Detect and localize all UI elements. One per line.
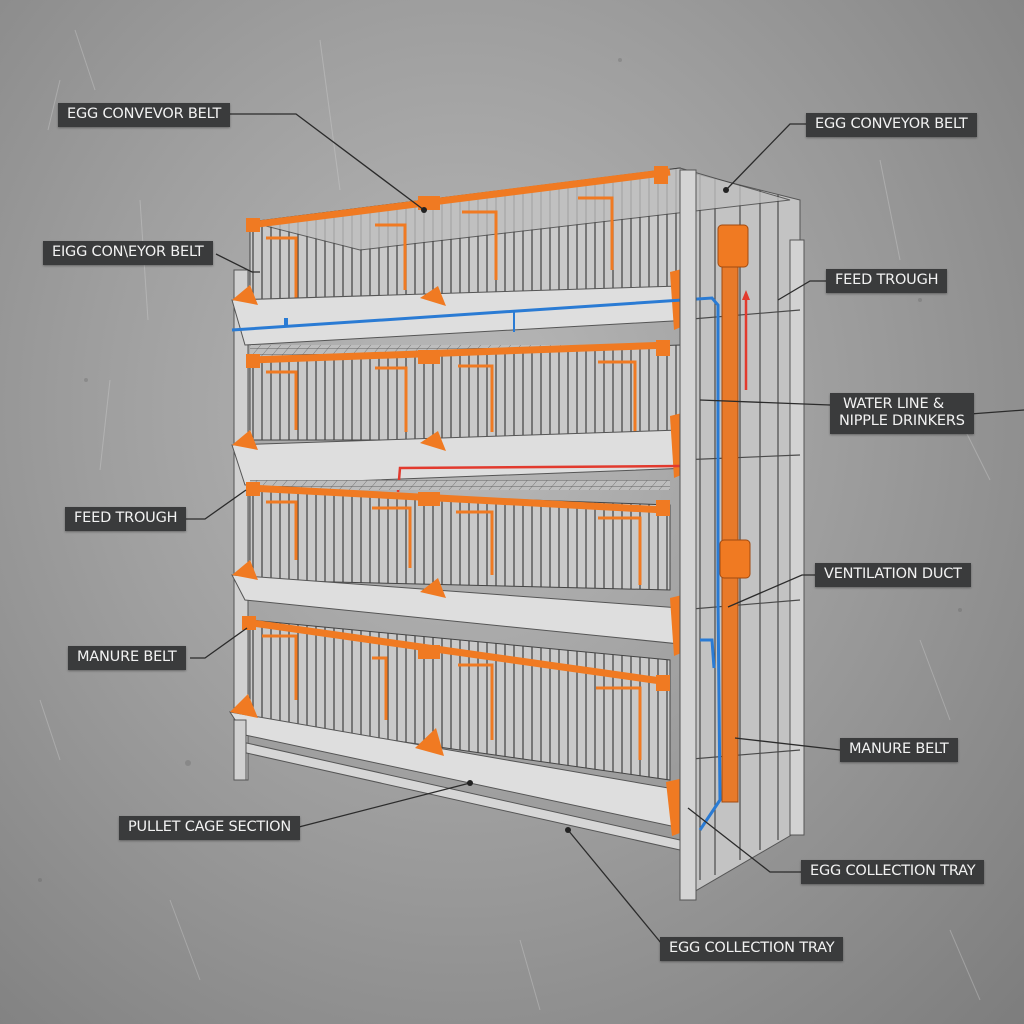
- front-right-post: [679, 169, 697, 901]
- label-egg-conveyor-belt-top-right: EGG CONVEYOR BELT: [806, 113, 977, 137]
- label-manure-belt-right: MANURE BELT: [840, 738, 958, 762]
- label-pullet-cage-section: PULLET CAGE SECTION: [119, 816, 301, 840]
- label-egg-conveyor-belt-left: EIGG CON\EYOR BELT: [43, 241, 213, 265]
- cage-tier-4: [228, 616, 691, 851]
- label-egg-collection-tray-bottom: EGG COLLECTION TRAY: [660, 937, 844, 961]
- label-water-line-nipple-drinkers: WATER LINE & NIPPLE DRINKERS: [830, 393, 974, 434]
- cage-tier-3: [231, 480, 691, 656]
- leader-lines: [186, 113, 1024, 950]
- label-egg-conveyor-belt-top-left: EGG CONVEVOR BELT: [58, 103, 231, 127]
- label-feed-trough-right: FEED TROUGH: [826, 269, 948, 293]
- label-line-2: NIPPLE DRINKERS: [839, 413, 965, 429]
- label-ventilation-duct: VENTILATION DUCT: [815, 563, 971, 587]
- label-line-1: WATER LINE &: [843, 396, 944, 412]
- ventilation-duct-pipe: [717, 224, 751, 803]
- label-egg-collection-tray-right: EGG COLLECTION TRAY: [801, 860, 985, 884]
- label-manure-belt-left: MANURE BELT: [68, 646, 186, 670]
- cage-tier-2: [231, 340, 691, 493]
- label-feed-trough-left: FEED TROUGH: [65, 507, 187, 531]
- side-frame: [679, 169, 805, 901]
